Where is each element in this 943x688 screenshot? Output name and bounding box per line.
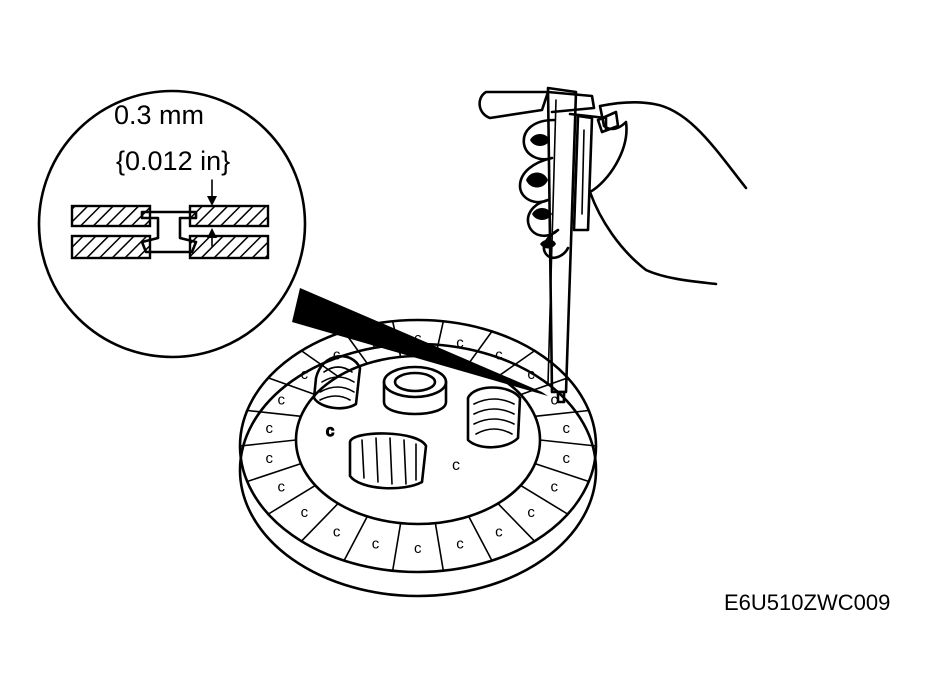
facing-segment-line xyxy=(246,462,302,483)
facing-rivet-mark: c xyxy=(527,366,535,383)
detail-callout: 0.3 mm {0.012 in} xyxy=(37,89,307,359)
facing-rivet-mark: c xyxy=(266,450,274,467)
facing-segment-line xyxy=(300,502,339,543)
facing-segment-line xyxy=(434,522,445,572)
hand-icon xyxy=(518,101,748,286)
facing-rivet-mark: c xyxy=(550,391,558,408)
facing-rivet-mark: c xyxy=(495,523,503,540)
facing-segment-line xyxy=(246,409,302,418)
magnifier-wedge xyxy=(292,288,548,396)
facing-rivet-mark: c xyxy=(527,504,535,521)
facing-rivet-mark: c xyxy=(301,366,309,383)
facing-rivet-mark: c xyxy=(456,334,464,351)
facing-segment-line xyxy=(467,330,493,365)
facing-rivet-mark: c xyxy=(495,347,503,364)
facing-rivet-mark: c xyxy=(562,450,570,467)
facing-rivet-mark: c xyxy=(278,391,286,408)
facing-rivet-mark: c xyxy=(414,540,422,557)
facing-rivet-mark: c xyxy=(414,330,422,347)
facing-segment-line xyxy=(519,377,569,396)
facing-segment-line xyxy=(343,515,369,562)
facing-rivet-mark: c xyxy=(550,479,558,496)
damper-spring-left xyxy=(312,354,362,410)
damper-spring-front xyxy=(348,432,428,490)
facing-segment-line xyxy=(267,377,317,396)
rivet-section-icon xyxy=(70,179,270,260)
facing-segment-line xyxy=(300,349,339,378)
facing-segment-line xyxy=(539,439,597,447)
disc-hub xyxy=(382,365,448,416)
facing-segment-line xyxy=(391,522,402,572)
facing-segment-line xyxy=(267,484,317,515)
facing-rivet-mark: c xyxy=(301,504,309,521)
facing-rivet-mark: c xyxy=(372,536,380,553)
facing-segment-line xyxy=(519,484,569,515)
facing-segment-line xyxy=(497,502,536,543)
facing-rivet-mark: c xyxy=(562,420,570,437)
facing-segment-line xyxy=(534,462,590,483)
facing-segment-line xyxy=(497,349,536,378)
facing-segment-line xyxy=(239,439,297,447)
vernier-caliper-icon xyxy=(478,86,608,404)
facing-rivet-mark: c xyxy=(456,536,464,553)
facing-rivet-mark: c xyxy=(333,523,341,540)
facing-segment-line xyxy=(534,409,590,418)
svg-text:c: c xyxy=(326,423,334,440)
damper-spring-right xyxy=(466,386,522,449)
facing-segment-line xyxy=(467,515,493,562)
figure-code: E6U510ZWC009 xyxy=(724,590,890,615)
facing-rivet-mark: c xyxy=(333,347,341,364)
facing-rivet-mark: c xyxy=(278,479,286,496)
svg-text:c: c xyxy=(452,457,460,474)
facing-rivet-mark: c xyxy=(266,420,274,437)
dimension-mm-label: 0.3 mm xyxy=(114,100,204,130)
dimension-in-label: {0.012 in} xyxy=(116,146,230,176)
